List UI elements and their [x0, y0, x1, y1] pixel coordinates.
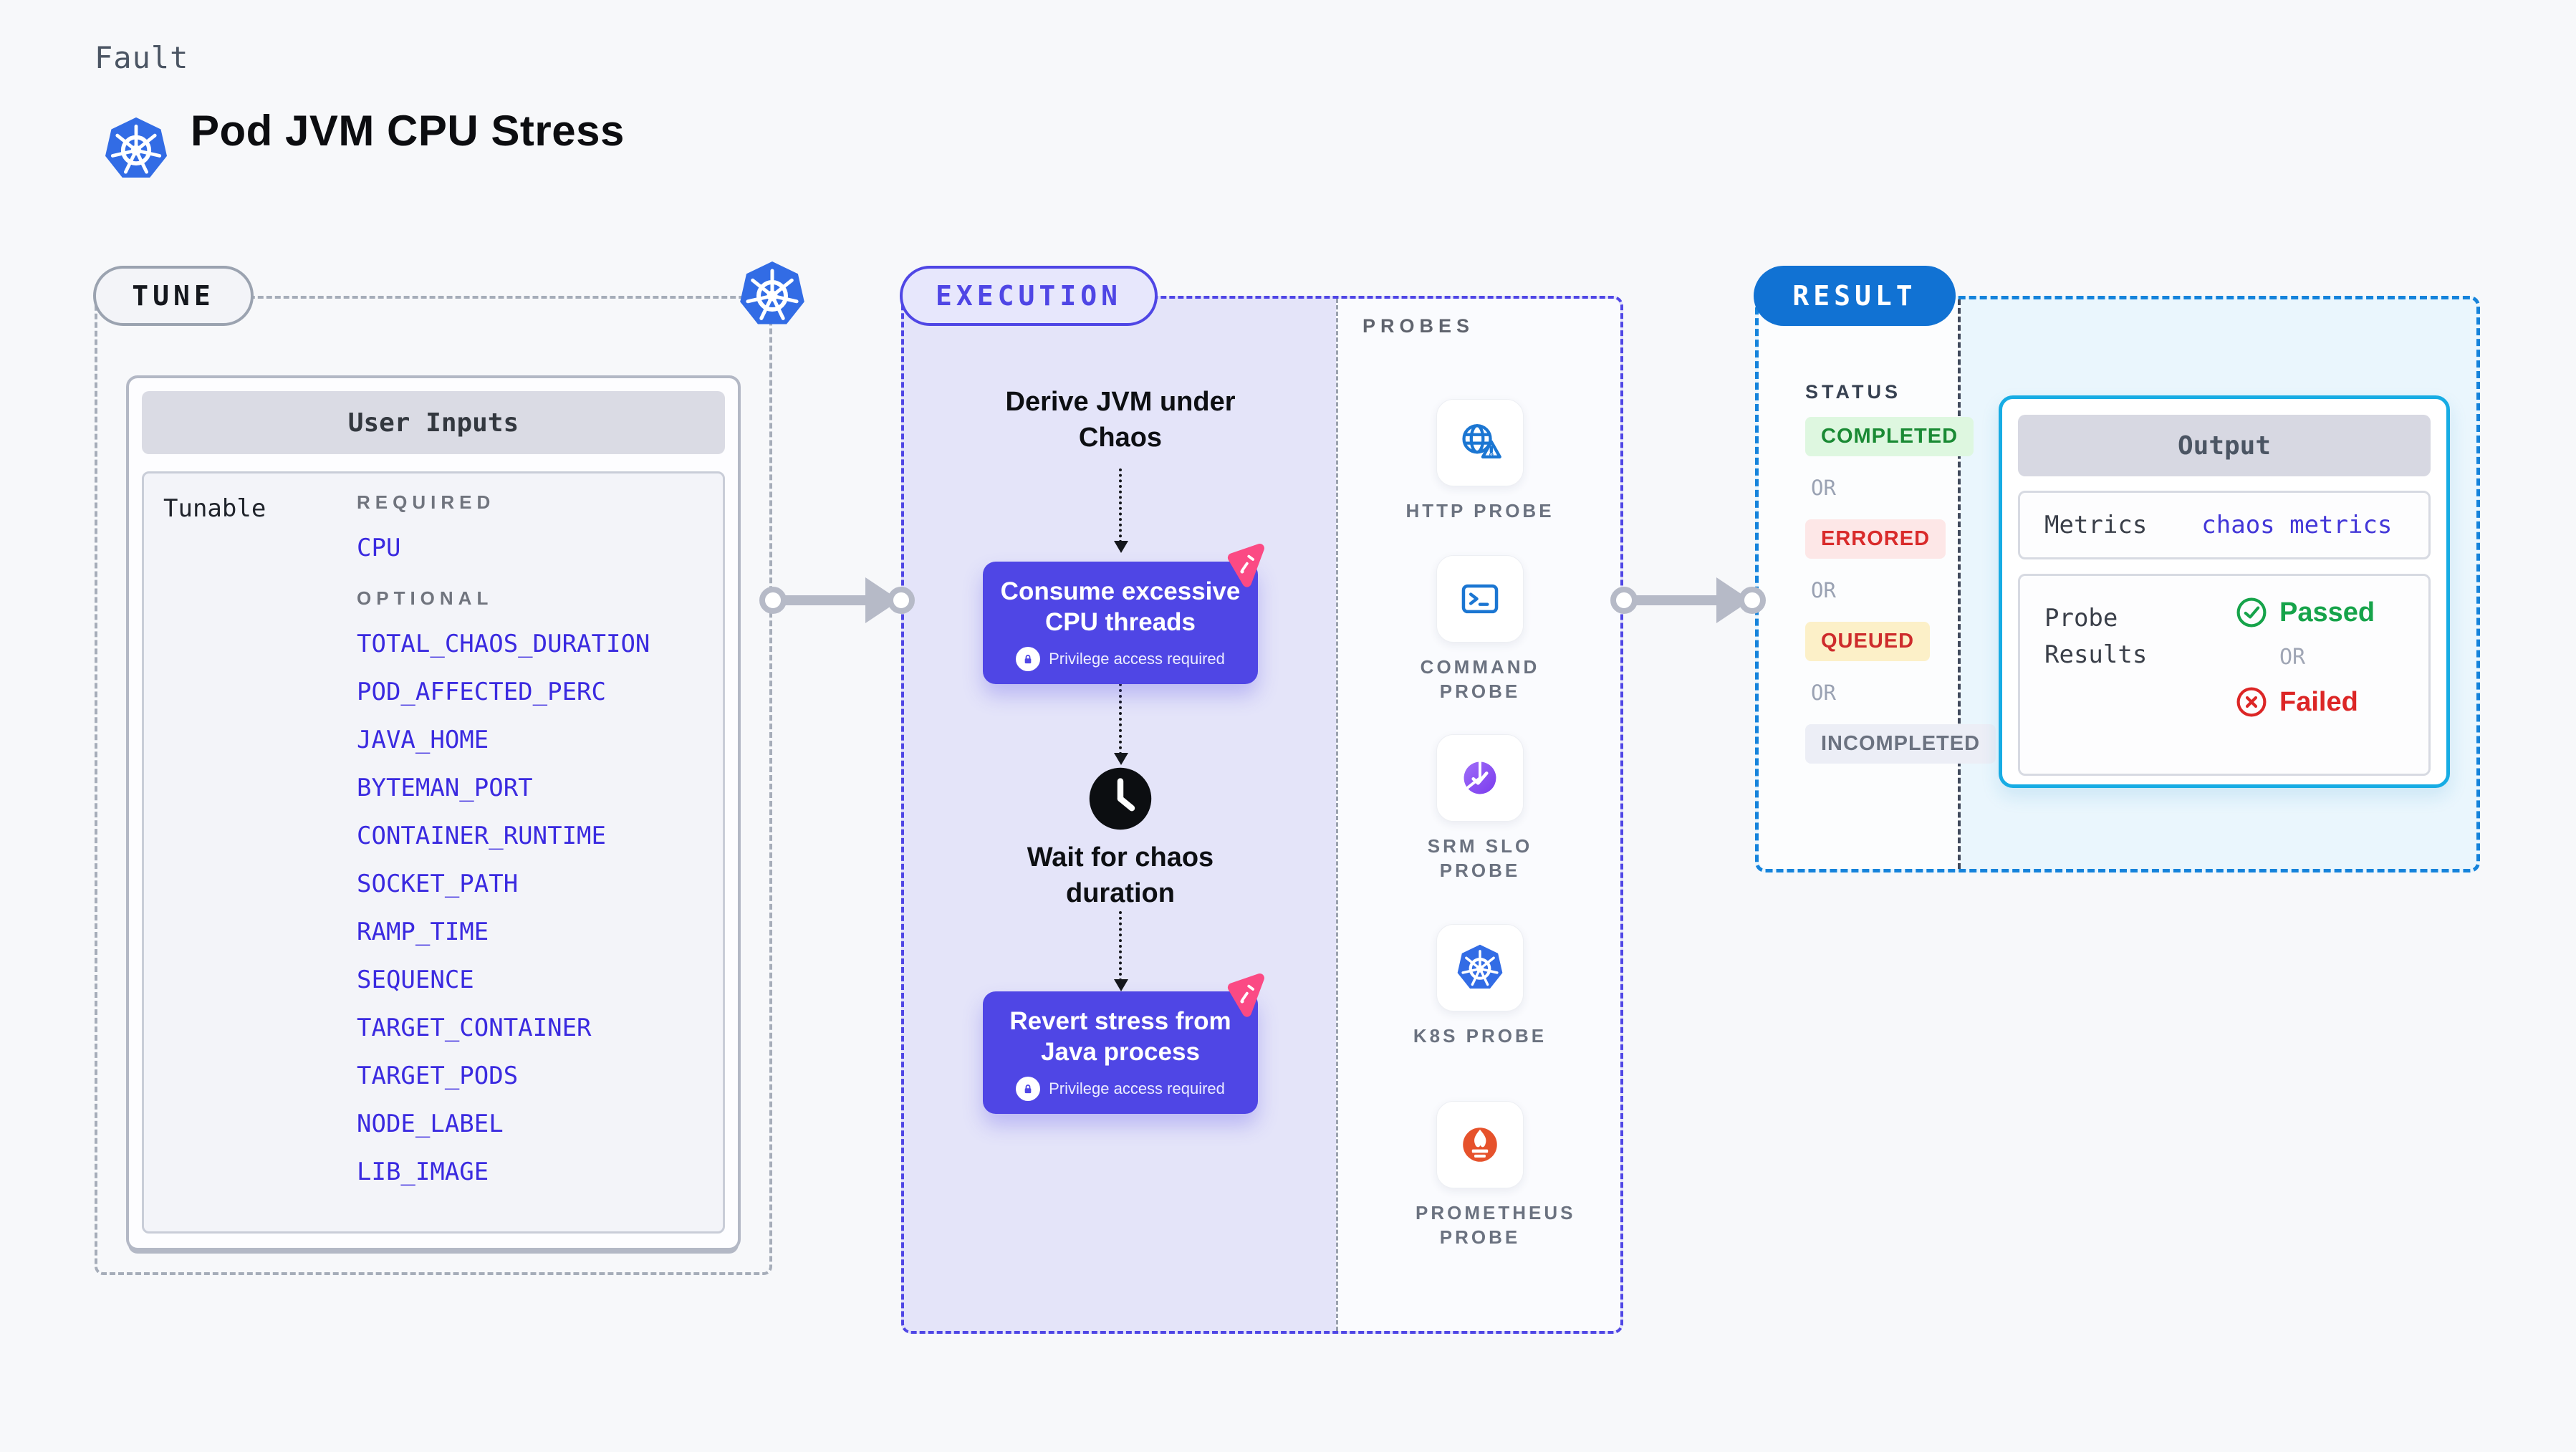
param: TARGET_PODS	[357, 1062, 519, 1090]
action-consume-cpu: Consume excessive CPU threads Privilege …	[983, 562, 1258, 684]
chaos-logo-icon	[1221, 540, 1272, 592]
chaos-logo-icon	[1221, 970, 1272, 1021]
terminal-icon	[1436, 555, 1524, 643]
probes-label: PROBES	[1363, 315, 1475, 337]
param: LIB_IMAGE	[357, 1158, 489, 1186]
kubernetes-icon	[102, 115, 170, 183]
param: SEQUENCE	[357, 966, 474, 994]
status-badge: ERRORED	[1805, 519, 1946, 559]
globe-alert-icon	[1436, 399, 1524, 486]
probe-http: HTTP PROBE	[1373, 399, 1587, 524]
param: TARGET_CONTAINER	[357, 1014, 592, 1042]
param: SOCKET_PATH	[357, 870, 519, 898]
status-badge: QUEUED	[1805, 622, 1931, 661]
status-badge: COMPLETED	[1805, 417, 1974, 456]
prometheus-flame-icon	[1436, 1101, 1524, 1188]
param-list: REQUIRED CPU OPTIONAL TOTAL_CHAOS_DURATI…	[357, 490, 650, 1186]
or-label: OR	[2279, 645, 2306, 670]
or-label: OR	[1811, 681, 1836, 705]
action-label: Consume excessive CPU threads	[1000, 577, 1241, 637]
lock-icon	[1016, 1076, 1041, 1101]
status-badge: INCOMPLETED	[1805, 724, 1996, 764]
user-inputs-title: User Inputs	[142, 391, 725, 454]
failed-row: Failed	[2235, 686, 2375, 718]
kubernetes-icon	[736, 259, 808, 330]
fault-kicker: Fault	[95, 40, 189, 75]
slo-pie-check-icon	[1436, 734, 1524, 822]
output-card: Output Metrics chaos metrics Probe Resul…	[1999, 395, 2450, 788]
metrics-label: Metrics	[2044, 511, 2148, 539]
output-title: Output	[2018, 415, 2431, 476]
clock-icon	[1087, 765, 1154, 832]
page-title: Pod JVM CPU Stress	[191, 107, 625, 155]
check-circle-icon	[2236, 597, 2267, 628]
dotted-arrow-icon	[1114, 468, 1128, 553]
probe-prometheus: PROMETHEUS PROBE	[1373, 1101, 1587, 1250]
probe-srm-slo: SRM SLO PROBE	[1373, 734, 1587, 883]
probe-results-label: Probe Results	[2044, 604, 2148, 669]
result-badge: RESULT	[1754, 266, 1956, 326]
or-label: OR	[1811, 578, 1836, 602]
param: BYTEMAN_PORT	[357, 774, 533, 802]
param: RAMP_TIME	[357, 918, 489, 946]
required-section-label: REQUIRED	[357, 491, 496, 513]
param: TOTAL_CHAOS_DURATION	[357, 630, 650, 658]
metrics-row: Metrics chaos metrics	[2018, 491, 2431, 559]
probe-verdicts: Passed OR Failed	[2235, 596, 2375, 718]
param: NODE_LABEL	[357, 1110, 504, 1138]
tune-badge: TUNE	[93, 266, 254, 326]
dotted-arrow-icon	[1114, 911, 1128, 991]
probe-command: COMMAND PROBE	[1373, 555, 1587, 704]
arrow-right-icon	[1610, 573, 1779, 628]
action-revert-stress: Revert stress from Java process Privileg…	[983, 991, 1258, 1114]
privilege-note: Privilege access required	[999, 1076, 1242, 1101]
passed-label: Passed	[2279, 597, 2375, 628]
param: POD_AFFECTED_PERC	[357, 678, 606, 706]
status-list: COMPLETED OR ERRORED OR QUEUED OR INCOMP…	[1805, 417, 1996, 764]
action-label: Revert stress from Java process	[1009, 1007, 1231, 1067]
failed-label: Failed	[2279, 686, 2358, 717]
kubernetes-icon	[1436, 924, 1524, 1011]
probe-k8s: K8S PROBE	[1373, 924, 1587, 1049]
status-label: STATUS	[1805, 381, 1901, 403]
tune-container	[95, 296, 772, 1275]
privilege-note: Privilege access required	[999, 646, 1242, 671]
metrics-value: chaos metrics	[2201, 511, 2393, 539]
execution-badge: EXECUTION	[900, 266, 1158, 326]
optional-section-label: OPTIONAL	[357, 587, 494, 609]
param-cpu: CPU	[357, 534, 401, 562]
or-label: OR	[1811, 476, 1836, 500]
lock-icon	[1016, 646, 1041, 671]
param: CONTAINER_RUNTIME	[357, 822, 606, 850]
probe-results-row: Probe Results Passed OR Faile	[2018, 574, 2431, 776]
param: JAVA_HOME	[357, 726, 489, 754]
step-wait: Wait for chaos duration	[1027, 842, 1214, 909]
status-column	[1759, 299, 1961, 869]
arrow-right-icon	[759, 573, 928, 628]
x-circle-icon	[2236, 687, 2267, 717]
tunable-label: Tunable	[163, 494, 266, 523]
dotted-arrow-icon	[1114, 683, 1128, 765]
tunable-panel	[142, 471, 725, 1234]
step-derive-jvm: Derive JVM under Chaos	[1005, 387, 1236, 453]
passed-row: Passed	[2235, 596, 2375, 629]
